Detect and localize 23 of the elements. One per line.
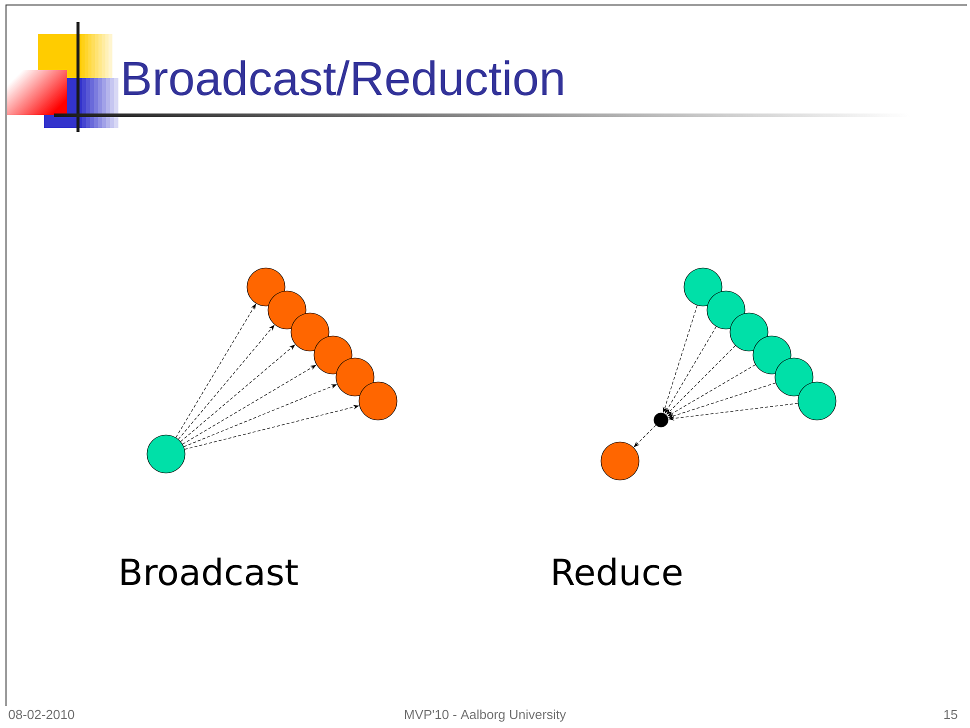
circle-node: [246, 268, 286, 306]
circle-node: [774, 358, 814, 396]
circle-node: [706, 290, 746, 330]
circle-node: [798, 382, 836, 420]
circle-node: [314, 336, 352, 374]
arrow: [666, 345, 736, 415]
circle-node: [752, 336, 792, 374]
footer-date: 08-02-2010: [8, 710, 74, 720]
arrow: [634, 424, 656, 448]
footer-text: MVP'10 - Aalborg University: [405, 710, 566, 722]
circle-node: [684, 268, 722, 306]
circle-node: [290, 312, 330, 352]
circle-node: [730, 312, 768, 352]
circle-node: [336, 358, 374, 396]
page-number: 15: [944, 710, 958, 720]
circle-node: [358, 382, 398, 420]
circle-node: [600, 442, 640, 480]
dot: [654, 412, 668, 428]
circle-node: [268, 290, 306, 330]
diagram-caption: Reduce: [554, 558, 682, 586]
circle-node: [146, 434, 186, 474]
slide-title: Broadcast/Reduction: [124, 60, 563, 96]
diagram-caption: Broadcast: [122, 558, 298, 586]
